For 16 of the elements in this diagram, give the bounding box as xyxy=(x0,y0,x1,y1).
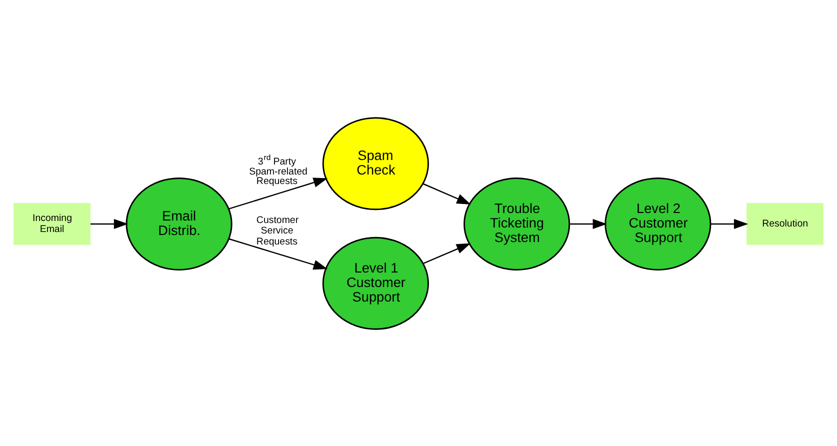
arrow xyxy=(228,177,328,209)
arrow xyxy=(228,238,328,270)
edge-label: Customer Service Requests xyxy=(256,214,299,247)
node-ellipse: Level 1 Customer Support xyxy=(322,236,429,330)
node-box: Incoming Email xyxy=(14,202,90,244)
edge-label: 3$^{rd}$ Party Spam-related Requests xyxy=(249,152,308,187)
node-ellipse: Spam Check xyxy=(322,116,429,210)
arrow xyxy=(710,218,748,228)
arrow xyxy=(423,242,471,264)
node-ellipse: Email Distrib. xyxy=(126,177,232,270)
node-box: Resolution xyxy=(746,202,824,244)
node-ellipse: Trouble Ticketing System xyxy=(464,177,570,270)
node-ellipse: Level 2 Customer Support xyxy=(604,177,712,270)
arrow xyxy=(570,218,608,228)
arrow xyxy=(422,182,471,204)
arrow xyxy=(90,218,128,228)
